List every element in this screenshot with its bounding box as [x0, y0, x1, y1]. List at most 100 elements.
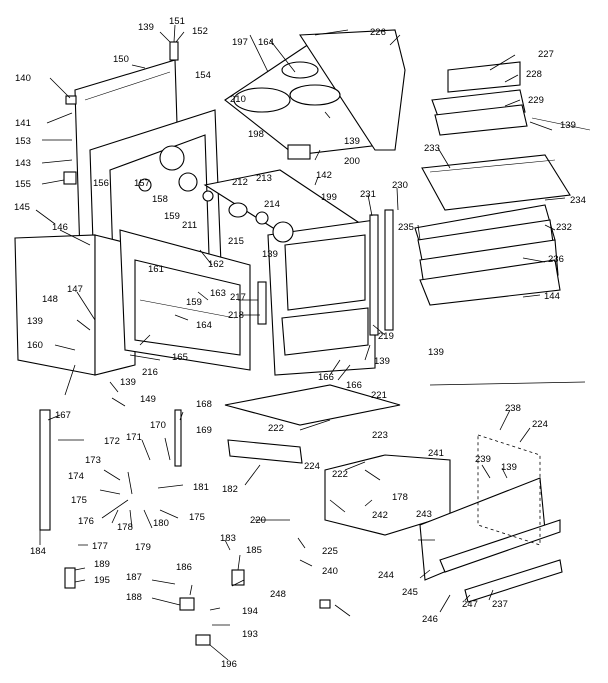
callout-151: 151 [169, 16, 185, 27]
callout-198: 139 [344, 136, 360, 147]
callout-184: 183 [220, 533, 236, 544]
callout-231: 230 [392, 180, 408, 191]
callout-222-b: 225 [322, 546, 338, 557]
callout-223: 224 [304, 461, 320, 472]
callout-220: 221 [371, 390, 387, 401]
callout-228: 229 [528, 95, 544, 106]
callout-labels: 139 151 152 150 164 226 227 228 229 139 … [14, 16, 586, 670]
callout-154: 210 [230, 94, 246, 105]
drawer-group [39, 384, 563, 646]
callout-233: 234 [570, 195, 586, 206]
callout-176: 177 [92, 541, 108, 552]
callout-189: 195 [94, 575, 110, 586]
callout-140: 141 [15, 118, 31, 129]
callout-240: 241 [428, 448, 444, 459]
callout-219: 139 [374, 356, 390, 367]
callout-193: 196 [221, 659, 237, 670]
callout-150: 150 [113, 54, 129, 65]
callout-247: 237 [492, 599, 508, 610]
callout-158: 159 [164, 211, 180, 222]
callout-179: 180 [153, 518, 169, 529]
callout-227: 228 [526, 69, 542, 80]
callout-156: 157 [134, 178, 150, 189]
callout-139: 139 [138, 22, 154, 33]
callout-210: 198 [248, 129, 264, 140]
callout-164-b: 165 [172, 352, 188, 363]
callout-167: 168 [196, 399, 212, 410]
callout-139-b: 197 [232, 37, 248, 48]
callout-196: 248 [270, 589, 286, 600]
callout-195: 194 [242, 606, 258, 617]
callout-242: 243 [416, 509, 432, 520]
callout-159: 211 [182, 220, 197, 231]
callout-216: 217 [230, 292, 246, 303]
callout-172: 173 [85, 455, 101, 466]
callout-246: 247 [462, 599, 478, 610]
callout-139-h: 166 [346, 380, 362, 391]
callout-200: 142 [316, 170, 332, 181]
callout-245: 246 [422, 614, 438, 625]
callout-213: 214 [264, 199, 280, 210]
callout-239: 139 [501, 462, 517, 473]
cooktop-group [169, 29, 406, 160]
callout-238: 224 [532, 419, 548, 430]
callout-186: 187 [126, 572, 142, 583]
callout-241: 178 [392, 492, 408, 503]
oven-frame-group [203, 169, 394, 376]
callout-187: 188 [126, 592, 142, 603]
callout-175: 176 [78, 516, 94, 527]
callout-199: 231 [360, 189, 376, 200]
callout-237: 238 [505, 403, 521, 414]
callout-178: 179 [135, 542, 151, 553]
callout-194: 193 [242, 629, 258, 640]
callout-175-b: 181 [193, 482, 209, 493]
callout-221: 222 [268, 423, 284, 434]
callout-217: 218 [228, 310, 244, 321]
callout-144: 145 [14, 202, 30, 213]
callout-155: 156 [93, 178, 109, 189]
callout-148: 139 [27, 316, 43, 327]
callout-168: 169 [196, 425, 212, 436]
callout-188: 189 [94, 559, 110, 570]
callout-232: 235 [398, 222, 414, 233]
callout-160: 161 [148, 264, 164, 275]
racks-group [414, 61, 591, 306]
callout-211: 212 [232, 177, 248, 188]
callout-185: 186 [176, 562, 192, 573]
callout-173: 174 [68, 471, 84, 482]
callout-163: 164 [196, 320, 212, 331]
callout-180: 175 [189, 512, 205, 523]
callout-162: 159 [186, 297, 202, 308]
callout-142: 143 [15, 158, 31, 169]
callout-139-j: 184 [30, 546, 46, 557]
callout-183: 185 [246, 545, 262, 556]
callout-164: 226 [370, 27, 386, 38]
callout-166-b: 139 [120, 377, 136, 388]
callout-243: 244 [378, 570, 394, 581]
left-side-panel-group [14, 229, 251, 376]
callout-226: 227 [538, 49, 554, 60]
callout-212: 213 [256, 173, 272, 184]
callout-215: 139 [262, 249, 278, 260]
callout-171: 172 [104, 436, 120, 447]
callout-229: 139 [560, 120, 576, 131]
callout-244: 245 [402, 587, 418, 598]
callout-139-e: 199 [321, 192, 337, 203]
callout-161: 162 [208, 259, 224, 270]
callout-197: 164 [258, 37, 274, 48]
callout-236: 144 [544, 291, 560, 302]
callout-146: 147 [67, 284, 83, 295]
callout-149: 167 [55, 410, 71, 421]
callout-224-b: 239 [475, 454, 491, 465]
callout-222: 223 [372, 430, 388, 441]
callout-235: 236 [548, 254, 564, 265]
callout-147: 148 [42, 294, 58, 305]
callout-157: 158 [152, 194, 168, 205]
callout-139-i: 149 [140, 394, 156, 405]
callout-218: 219 [378, 331, 394, 342]
callout-139-g: 139 [428, 347, 444, 358]
callout-139-c: 140 [15, 73, 31, 84]
callout-181: 182 [222, 484, 238, 495]
divider-line [429, 381, 586, 386]
